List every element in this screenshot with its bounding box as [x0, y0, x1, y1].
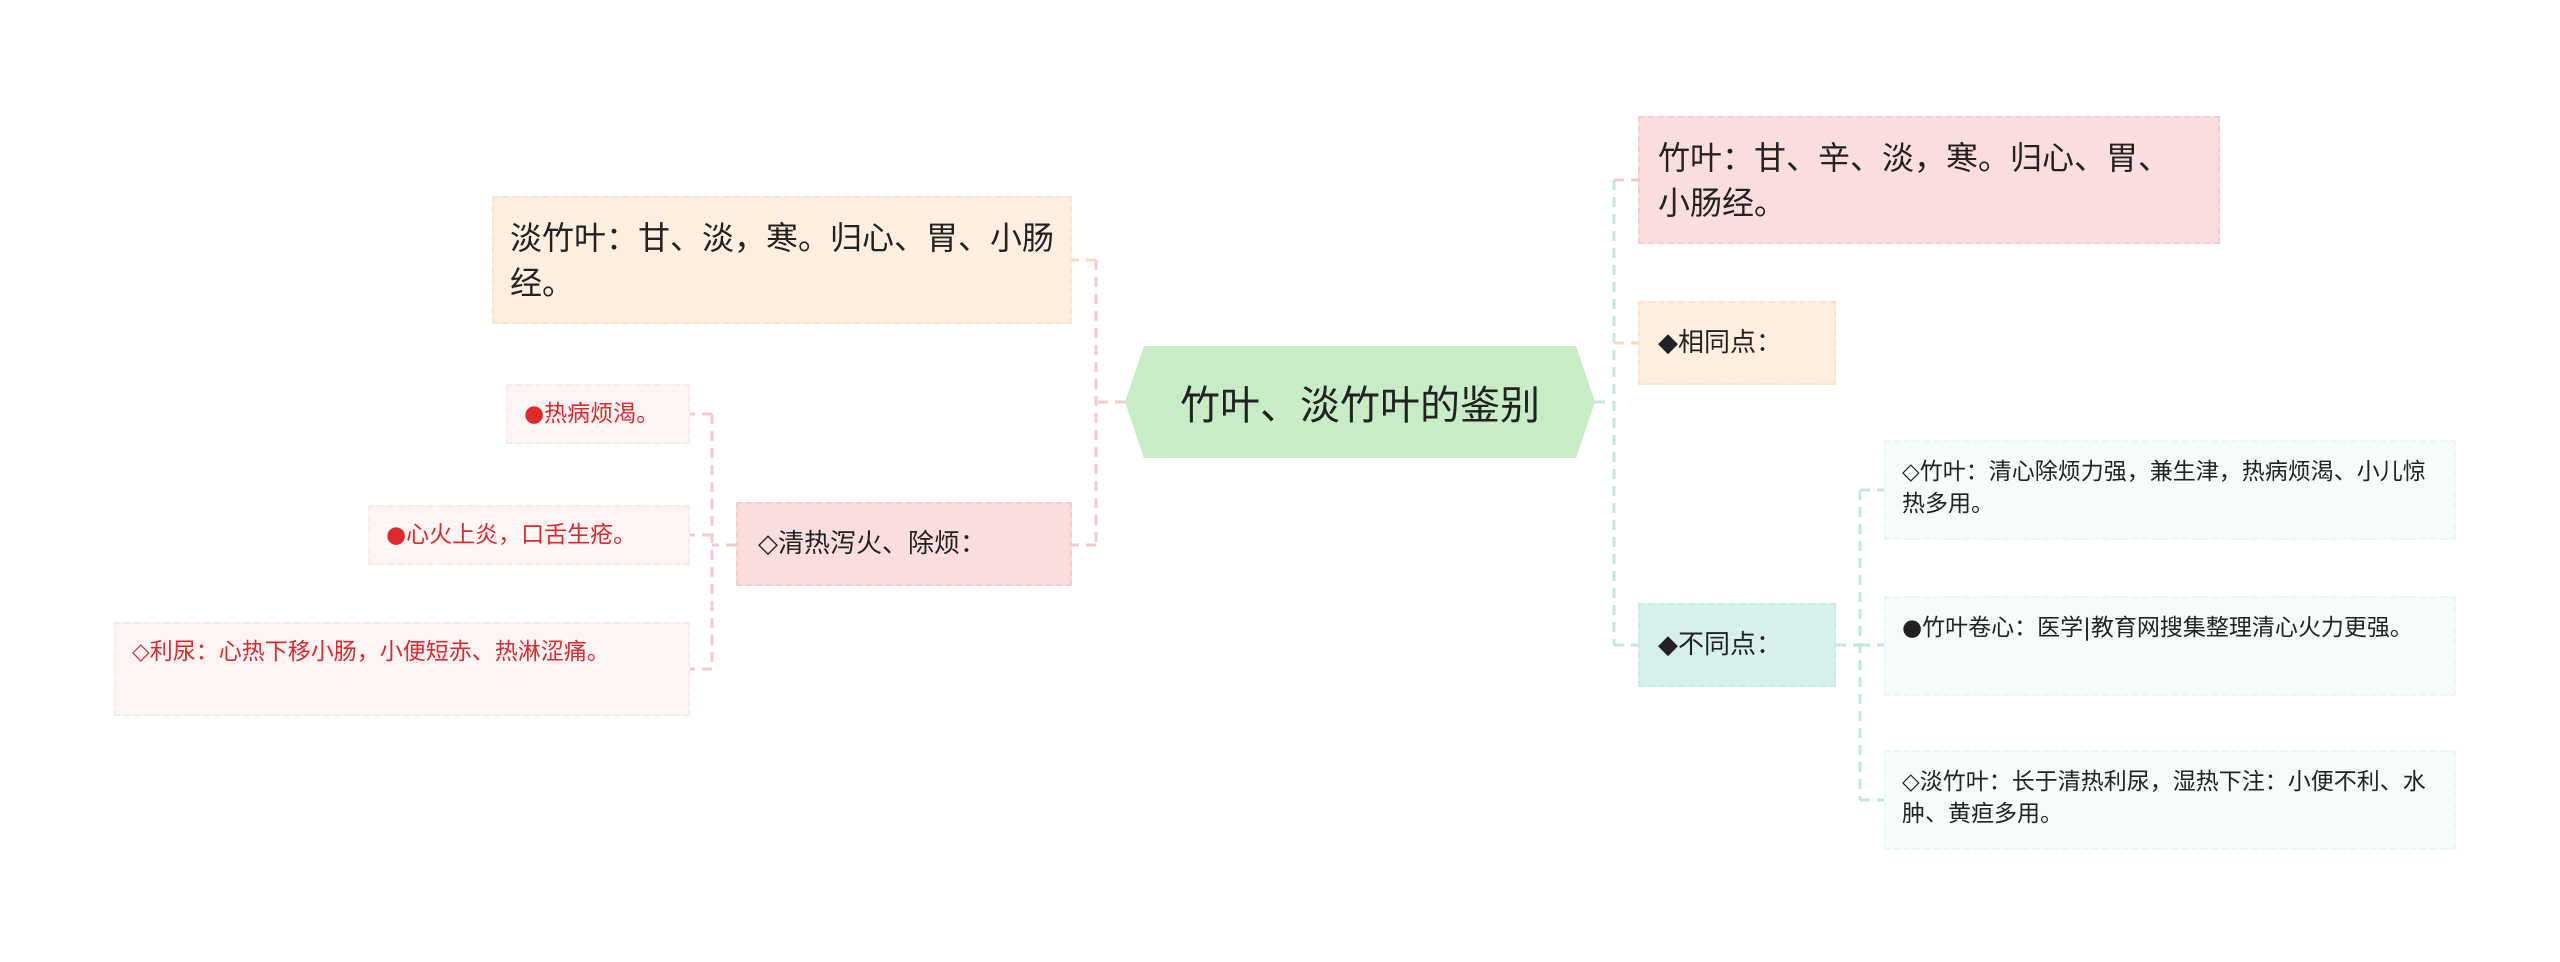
- node-different-item-juanxin[interactable]: ●竹叶卷心：医学|教育网搜集整理清心火力更强。: [1884, 596, 2456, 696]
- root-node[interactable]: 竹叶、淡竹叶的鉴别: [1125, 346, 1595, 458]
- node-qingre-item-rebing[interactable]: ●热病烦渴。: [506, 384, 690, 444]
- node-different[interactable]: ◆不同点：: [1638, 603, 1836, 687]
- node-qingre-item-xinhuo[interactable]: ●心火上炎，口舌生疮。: [368, 505, 690, 565]
- node-zhuye-property[interactable]: 竹叶：甘、辛、淡，寒。归心、胃、小肠经。: [1638, 116, 2220, 244]
- node-dan-zhuye-property[interactable]: 淡竹叶：甘、淡，寒。归心、胃、小肠经。: [492, 196, 1072, 324]
- node-different-item-dan-zhuye[interactable]: ◇淡竹叶：长于清热利尿，湿热下注：小便不利、水肿、黄疸多用。: [1884, 750, 2456, 850]
- node-similar[interactable]: ◆相同点：: [1638, 301, 1836, 385]
- node-different-item-zhuye[interactable]: ◇竹叶：清心除烦力强，兼生津，热病烦渴、小儿惊热多用。: [1884, 440, 2456, 540]
- node-qingre-item-liniao[interactable]: ◇利尿：心热下移小肠，小便短赤、热淋涩痛。: [114, 622, 690, 716]
- node-qingre[interactable]: ◇清热泻火、除烦：: [736, 502, 1072, 586]
